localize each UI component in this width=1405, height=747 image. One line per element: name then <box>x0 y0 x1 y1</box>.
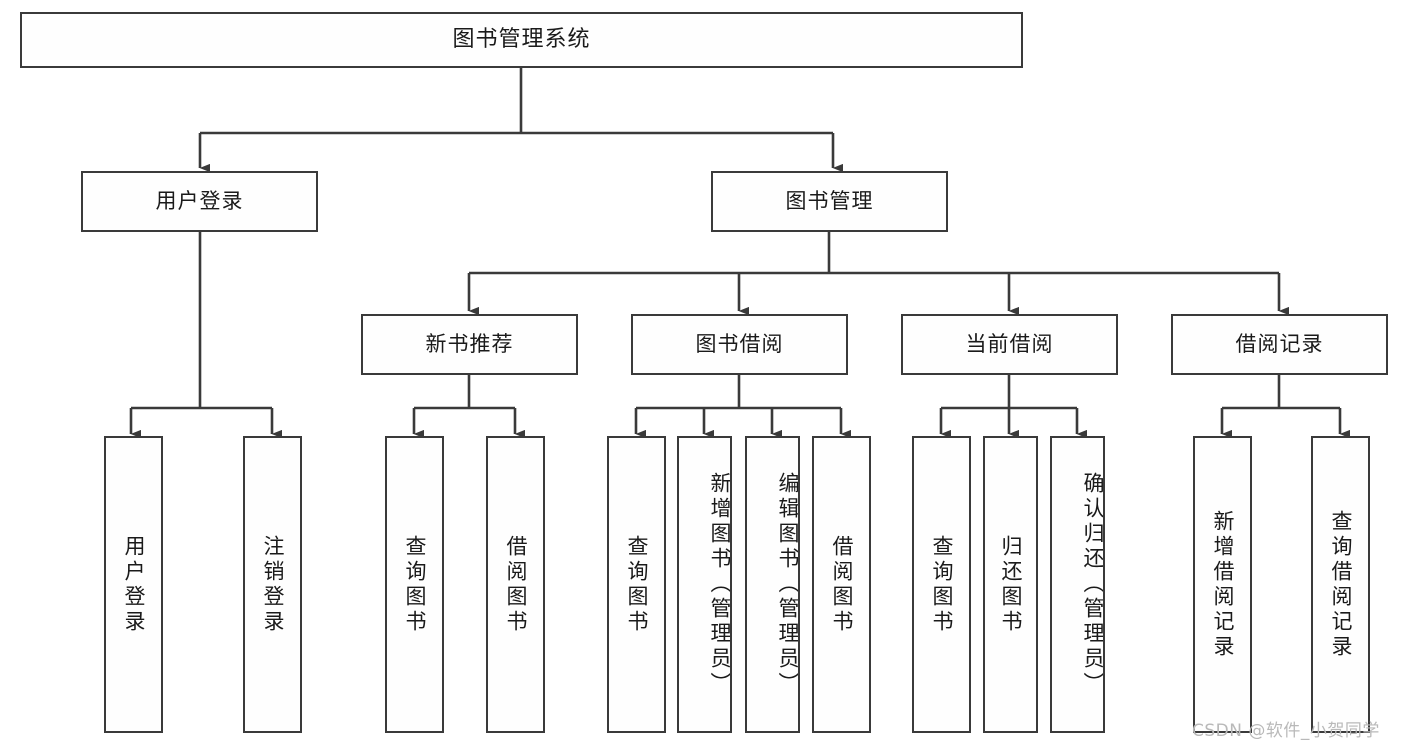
leaf-book-borrow-borrow-book[interactable]: 借阅图书 <box>812 436 871 733</box>
node-new-book-recommend[interactable]: 新书推荐 <box>361 314 578 375</box>
node-book-management[interactable]: 图书管理 <box>711 171 948 232</box>
leaf-book-borrow-query-book[interactable]: 查询图书 <box>607 436 666 733</box>
leaf-label: 新增借阅记录 <box>1211 509 1235 660</box>
node-label: 图书借阅 <box>695 331 784 356</box>
leaf-label: 借阅图书 <box>830 534 854 635</box>
leaf-new-book-query-book[interactable]: 查询图书 <box>385 436 444 733</box>
leaf-label: 借阅图书 <box>504 534 528 635</box>
leaf-user-login-login[interactable]: 用户登录 <box>104 436 163 733</box>
leaf-new-book-borrow-book[interactable]: 借阅图书 <box>486 436 545 733</box>
node-label: 用户登录 <box>155 188 244 213</box>
watermark-text: CSDN @软件_小贺同学 <box>1192 721 1380 741</box>
node-label: 图书管理 <box>785 188 874 213</box>
node-root-library-management-system[interactable]: 图书管理系统 <box>20 12 1023 68</box>
leaf-label: 注销登录 <box>261 534 285 635</box>
leaf-borrow-record-query-record[interactable]: 查询借阅记录 <box>1311 436 1370 733</box>
node-user-login[interactable]: 用户登录 <box>81 171 318 232</box>
node-label: 图书管理系统 <box>452 26 591 52</box>
leaf-current-borrow-return-book[interactable]: 归还图书 <box>983 436 1038 733</box>
leaf-label: 查询借阅记录 <box>1329 509 1353 660</box>
leaf-borrow-record-add-record[interactable]: 新增借阅记录 <box>1193 436 1252 733</box>
leaf-label: 用户登录 <box>122 534 146 635</box>
node-current-borrow[interactable]: 当前借阅 <box>901 314 1118 375</box>
leaf-label: 查询图书 <box>930 534 954 635</box>
leaf-user-login-logout[interactable]: 注销登录 <box>243 436 302 733</box>
node-label: 新书推荐 <box>425 331 514 356</box>
node-borrow-record[interactable]: 借阅记录 <box>1171 314 1388 375</box>
node-label: 当前借阅 <box>965 331 1054 356</box>
leaf-label: 查询图书 <box>403 534 427 635</box>
leaf-label: 查询图书 <box>625 534 649 635</box>
leaf-label: 归还图书 <box>999 534 1023 635</box>
node-book-borrow[interactable]: 图书借阅 <box>631 314 848 375</box>
leaf-label: 确认归还（管理员） <box>1081 472 1105 697</box>
leaf-book-borrow-add-book-admin[interactable]: 新增图书（管理员） <box>677 436 732 733</box>
leaf-current-borrow-confirm-return-admin[interactable]: 确认归还（管理员） <box>1050 436 1105 733</box>
leaf-current-borrow-query-book[interactable]: 查询图书 <box>912 436 971 733</box>
leaf-book-borrow-edit-book-admin[interactable]: 编辑图书（管理员） <box>745 436 800 733</box>
leaf-label: 新增图书（管理员） <box>708 472 732 697</box>
leaf-label: 编辑图书（管理员） <box>776 472 800 697</box>
node-label: 借阅记录 <box>1235 331 1324 356</box>
